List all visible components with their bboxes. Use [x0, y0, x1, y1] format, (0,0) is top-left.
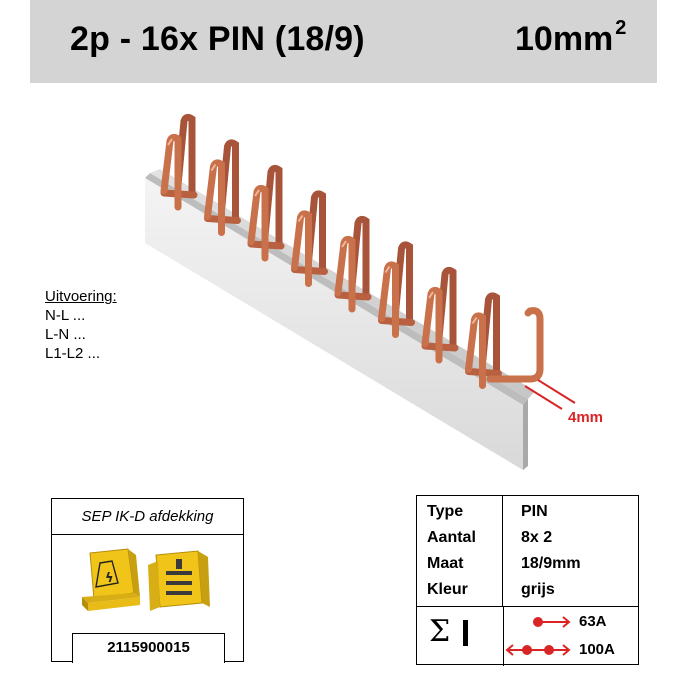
busbar-illustration: 4mm — [145, 113, 603, 470]
uitvoering-item: L-N ... — [45, 326, 86, 343]
cross-section-superscript: 2 — [615, 16, 627, 39]
lightning-icon: ϟ — [105, 571, 114, 586]
busbar-front-face — [145, 178, 523, 470]
uitvoering-item: L1-L2 ... — [45, 345, 101, 362]
current-value-double: 100A — [579, 641, 615, 658]
spec-value-kleur: grijs — [521, 581, 555, 598]
spec-label-column — [417, 496, 503, 606]
busbar-end-face — [523, 399, 528, 470]
spec-label-type: Type — [427, 503, 464, 520]
sep-article-code: 2115900015 — [72, 633, 225, 663]
current-row-single: 63A — [505, 610, 639, 638]
copper-pin — [204, 139, 241, 236]
double-feed-icon — [505, 644, 571, 656]
current-value-single: 63A — [579, 613, 607, 630]
sep-cover-box: SEP IK-D afdekking ϟ 2115900015 — [51, 498, 244, 663]
sep-cover-image: ϟ — [52, 535, 243, 635]
spec-value-maat: 18/9mm — [521, 555, 581, 572]
spec-label-aantal: Aantal — [427, 529, 476, 546]
sep-cover-illustration: ϟ — [82, 548, 210, 611]
copper-pin — [378, 241, 415, 338]
uitvoering-item: N-L ... — [45, 307, 86, 324]
uitvoering-list: Uitvoering: N-L ... L-N ... L1-L2 ... — [45, 287, 117, 363]
spec-table: Type PIN Aantal 8x 2 Maat 18/9mm Kleur g… — [416, 495, 639, 666]
dimension-label: 4mm — [568, 409, 603, 426]
product-title: 2p - 16x PIN (18/9) — [70, 20, 365, 58]
copper-pin — [247, 164, 285, 262]
sigma-icon: Σ — [429, 614, 451, 649]
warning-triangle-icon — [95, 560, 119, 588]
copper-pin — [291, 190, 328, 287]
copper-pin — [160, 113, 198, 211]
pin-group — [160, 113, 544, 389]
busbar-product-image: 4mm — [0, 83, 685, 483]
copper-pin — [465, 292, 502, 389]
spec-vertical-divider — [503, 606, 504, 666]
copper-pin — [421, 266, 459, 364]
dimension-line-2 — [524, 385, 563, 410]
copper-pin — [334, 215, 372, 313]
sep-cover-title: SEP IK-D afdekking — [52, 499, 243, 535]
copper-pin-end — [486, 307, 544, 383]
spec-label-kleur: Kleur — [427, 581, 468, 598]
uitvoering-heading: Uitvoering: — [45, 288, 117, 305]
spec-value-aantal: 8x 2 — [521, 529, 553, 546]
current-bar-icon — [463, 620, 468, 646]
dimension-line-1 — [537, 379, 576, 404]
current-row-double: 100A — [505, 638, 639, 666]
spec-value-type: PIN — [521, 503, 548, 520]
spec-divider — [417, 606, 638, 607]
spec-label-maat: Maat — [427, 555, 464, 572]
single-feed-icon — [533, 616, 571, 628]
cross-section-value: 10mm — [515, 20, 614, 58]
